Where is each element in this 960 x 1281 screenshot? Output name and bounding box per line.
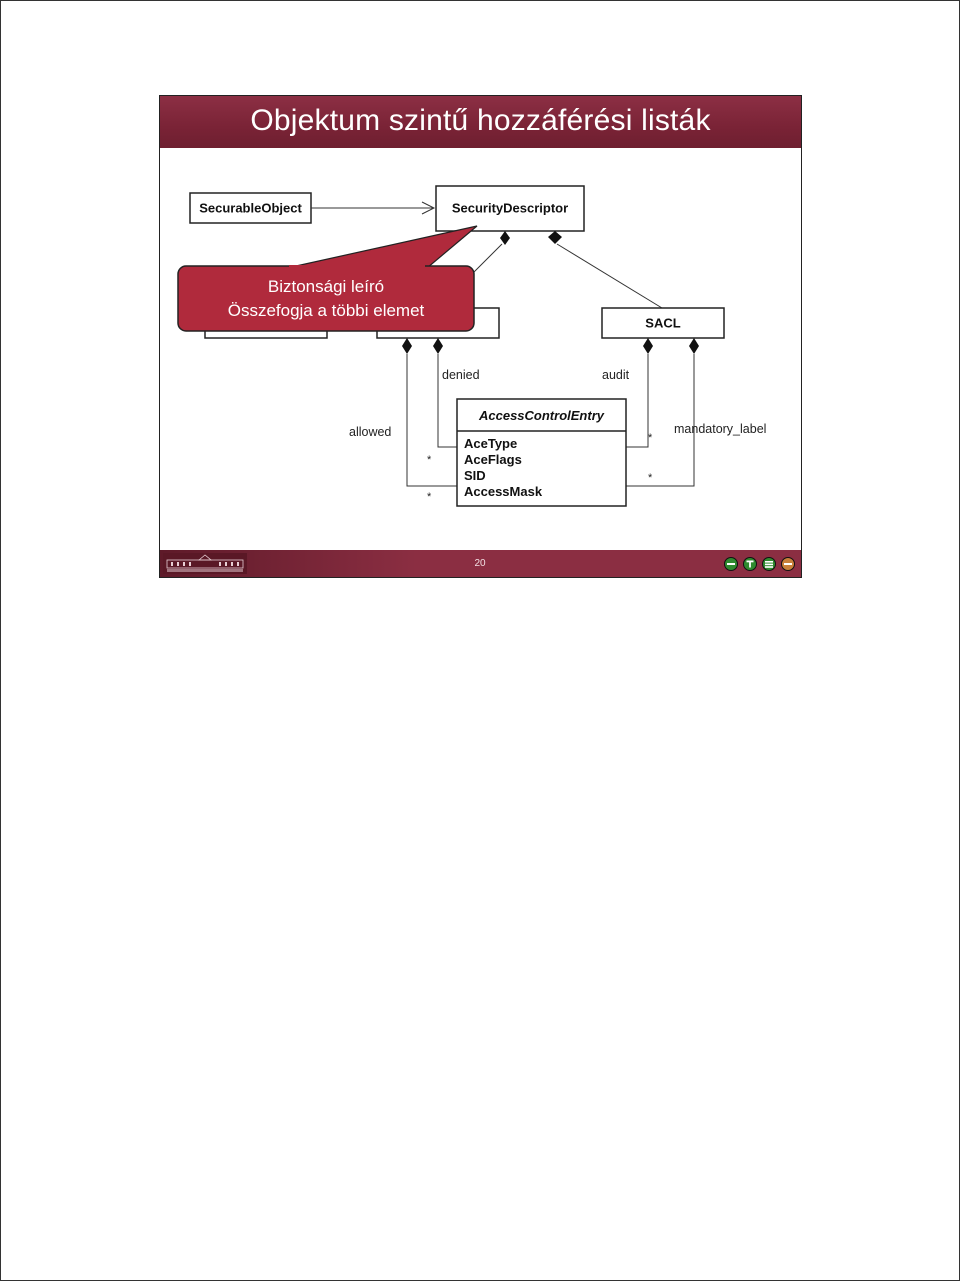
slide-title: Objektum szintű hozzáférési listák — [250, 104, 711, 137]
sacl-box: SACL — [601, 307, 725, 339]
multiplicity-allowed: * — [427, 491, 432, 503]
callout-text: Biztonsági leíró Összefogja a többi elem… — [177, 275, 475, 323]
access-control-entry-label: AccessControlEntry — [478, 408, 605, 423]
securable-object-box: SecurableObject — [189, 192, 312, 224]
securable-object-label: SecurableObject — [199, 201, 302, 216]
slide: Objektum szintű hozzáférési listák Secur… — [159, 95, 802, 578]
prev-icon[interactable] — [724, 557, 738, 571]
callout-bubble — [177, 225, 478, 332]
callout-line-2: Összefogja a többi elemet — [227, 301, 425, 320]
role-denied-label: denied — [442, 368, 480, 382]
ace-attribute-accessmask: AccessMask — [464, 484, 543, 499]
role-mandatory-label: mandatory_label — [674, 422, 766, 436]
multiplicity-denied: * — [427, 454, 432, 466]
slide-footer: 20 — [160, 550, 801, 577]
uml-diagram: SecurableObject SecurityDescriptor SACL — [189, 185, 766, 507]
role-allowed-label: allowed — [349, 425, 391, 439]
callout-line-1: Biztonsági leíró — [267, 277, 385, 296]
multiplicity-audit: * — [648, 432, 653, 444]
next-icon[interactable] — [762, 557, 776, 571]
sacl-label: SACL — [645, 316, 680, 331]
slide-header: Objektum szintű hozzáférési listák — [160, 96, 801, 148]
close-icon[interactable] — [781, 557, 795, 571]
security-descriptor-label: SecurityDescriptor — [452, 201, 568, 216]
access-control-entry-box: AccessControlEntry AceType AceFlags SID … — [456, 398, 627, 507]
multiplicity-mandatory: * — [648, 472, 653, 484]
ace-attribute-aceflags: AceFlags — [464, 452, 522, 467]
security-descriptor-box: SecurityDescriptor — [435, 185, 585, 232]
ace-attribute-acetype: AceType — [464, 436, 517, 451]
table-of-contents-icon[interactable] — [743, 557, 757, 571]
ace-attribute-sid: SID — [464, 468, 486, 483]
navigation-icons — [724, 557, 795, 571]
page-number: 20 — [474, 558, 486, 569]
university-building-logo — [163, 553, 247, 574]
role-audit-label: audit — [602, 368, 630, 382]
